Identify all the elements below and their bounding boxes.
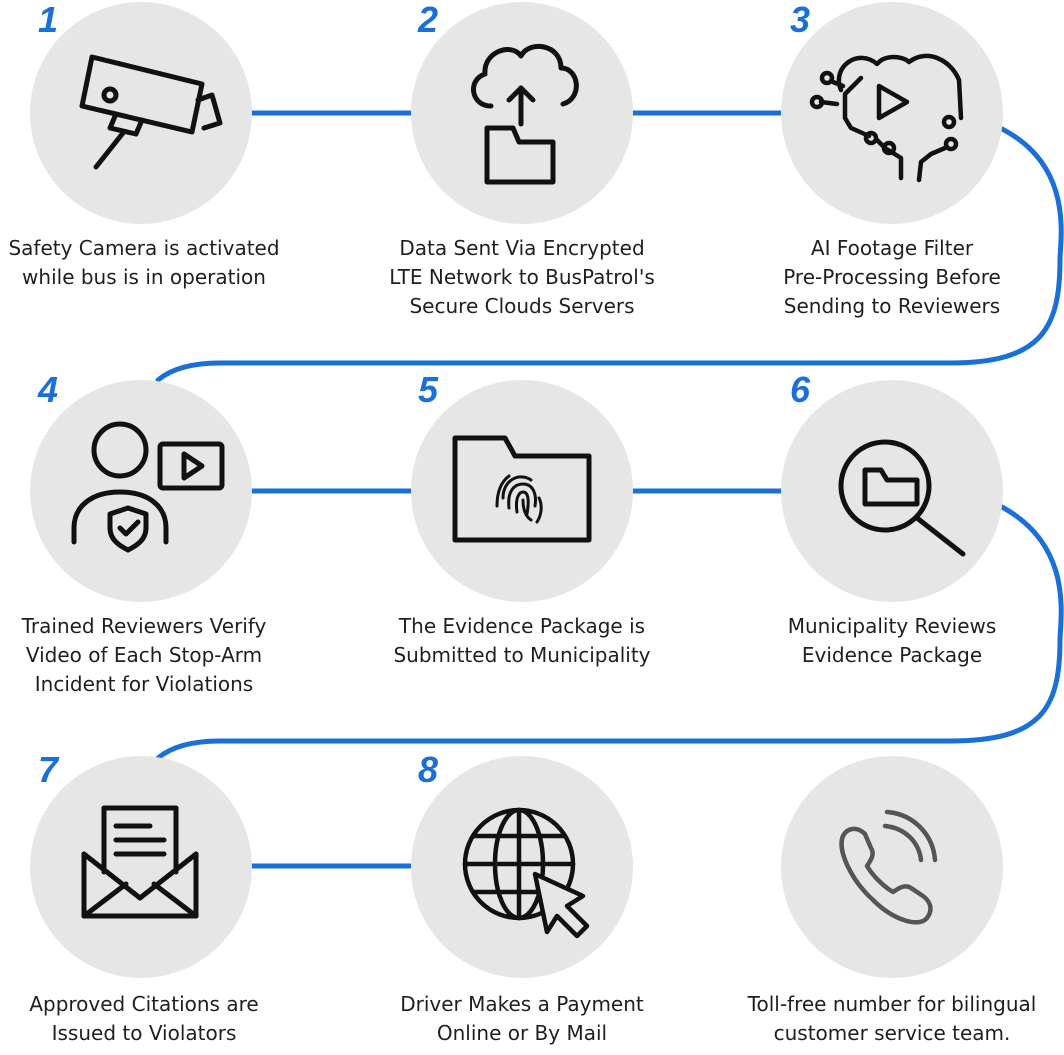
ai-brain-play-icon [809, 53, 964, 183]
envelope-letter-icon [81, 805, 199, 919]
phone-ringing-icon [839, 809, 938, 925]
step-number-3: 3 [790, 0, 811, 40]
security-camera-icon [79, 54, 223, 170]
step-2-caption: Data Sent Via Encrypted LTE Network to B… [389, 236, 655, 318]
step-1-caption: Safety Camera is activated while bus is … [8, 236, 280, 289]
step-number-7: 7 [38, 749, 59, 790]
step-5-circle [411, 380, 633, 602]
step-number-2: 2 [418, 0, 439, 40]
connector-6-7 [155, 503, 1064, 761]
step-number-4: 4 [38, 369, 59, 410]
step-6-circle [781, 380, 1003, 602]
step-number-8: 8 [418, 749, 439, 790]
step-8-caption: Driver Makes a Payment Online or By Mail [400, 992, 644, 1045]
step-1-circle [30, 2, 252, 224]
step-4-caption: Trained Reviewers Verify Video of Each S… [21, 614, 267, 696]
step-6-caption: Municipality Reviews Evidence Package [787, 614, 997, 667]
step-3-caption: AI Footage Filter Pre-Processing Before … [783, 236, 1001, 318]
reviewer-shield-video-icon [71, 421, 225, 553]
step-number-1: 1 [38, 0, 59, 40]
cloud-upload-folder-icon [471, 44, 579, 185]
step-3-circle [781, 2, 1003, 224]
step-5-caption: The Evidence Package is Submitted to Mun… [393, 614, 651, 667]
support-caption: Toll-free number for bilingual customer … [747, 992, 1037, 1045]
support-circle [781, 756, 1003, 978]
fingerprint-folder-icon [452, 435, 592, 543]
step-8-circle [411, 756, 633, 978]
globe-cursor-icon [462, 807, 590, 939]
step-2-circle [411, 2, 633, 224]
step-number-5: 5 [418, 369, 439, 410]
step-4-circle [30, 380, 252, 602]
step-number-6: 6 [790, 369, 811, 410]
step-7-caption: Approved Citations are Issued to Violato… [29, 992, 259, 1045]
folder-magnifier-icon [838, 439, 966, 557]
step-7-circle [30, 756, 252, 978]
connector-3-4 [155, 125, 1064, 383]
